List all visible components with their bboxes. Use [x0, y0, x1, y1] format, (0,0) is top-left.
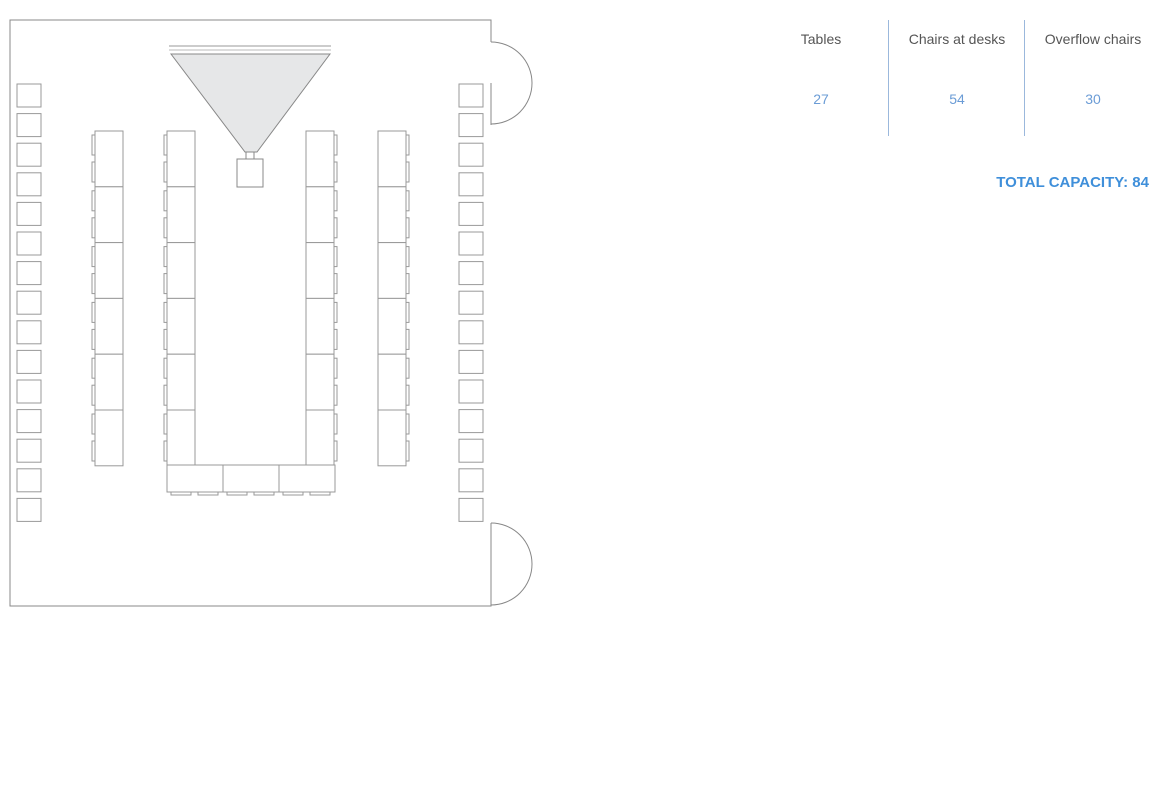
head-table[interactable] [278, 464, 336, 493]
stat-value-chairs-at-desks: 54 [949, 91, 965, 107]
table[interactable] [94, 353, 124, 411]
table[interactable] [305, 297, 335, 355]
table[interactable] [377, 242, 407, 299]
projection-cone [169, 53, 331, 153]
table[interactable] [305, 186, 335, 244]
table[interactable] [305, 130, 335, 188]
table[interactable] [166, 353, 196, 411]
overflow-chair-left[interactable] [16, 172, 42, 197]
table[interactable] [166, 186, 196, 244]
overflow-chair-left[interactable] [16, 83, 42, 108]
overflow-chair-left[interactable] [16, 290, 42, 315]
table[interactable] [377, 297, 407, 355]
stat-label-tables: Tables [800, 31, 842, 47]
overflow-chair-right[interactable] [458, 349, 484, 374]
table[interactable] [166, 242, 196, 299]
overflow-chair-right[interactable] [458, 231, 484, 256]
room-walls [9, 19, 533, 607]
overflow-chair-right[interactable] [458, 201, 484, 226]
door-bottom-swing[interactable] [490, 522, 533, 606]
table[interactable] [377, 409, 407, 467]
table[interactable] [94, 186, 124, 244]
overflow-chair-right[interactable] [458, 142, 484, 167]
furniture [16, 83, 484, 522]
overflow-chair-right[interactable] [458, 379, 484, 404]
overflow-chair-left[interactable] [16, 113, 42, 138]
stat-chairs-at-desks: Chairs at desks 54 [888, 20, 1025, 136]
overflow-chair-left[interactable] [16, 142, 42, 167]
overflow-chair-right[interactable] [458, 261, 484, 286]
overflow-chair-right[interactable] [458, 409, 484, 434]
stat-tables: Tables 27 [753, 20, 889, 136]
overflow-chair-left[interactable] [16, 379, 42, 404]
floor-plan [9, 19, 533, 607]
overflow-chair-left[interactable] [16, 231, 42, 256]
door-top-swing[interactable] [490, 41, 533, 125]
table[interactable] [94, 297, 124, 355]
overflow-chair-left[interactable] [16, 320, 42, 345]
table[interactable] [166, 130, 196, 188]
overflow-chair-right[interactable] [458, 290, 484, 315]
total-capacity: TOTAL CAPACITY: 84 [996, 174, 1149, 191]
table[interactable] [377, 186, 407, 244]
table[interactable] [305, 242, 335, 299]
head-table[interactable] [166, 464, 224, 493]
table[interactable] [377, 130, 407, 188]
overflow-chair-right[interactable] [458, 172, 484, 197]
overflow-chair-right[interactable] [458, 497, 484, 522]
room-outline [9, 19, 492, 607]
overflow-chair-left[interactable] [16, 409, 42, 434]
overflow-chair-right[interactable] [458, 438, 484, 463]
stats-panel: Tables 27 Chairs at desks 54 Overflow ch… [753, 20, 1160, 136]
stat-value-tables: 27 [813, 91, 829, 107]
projector[interactable] [245, 151, 255, 160]
projector-screen [169, 45, 331, 188]
stat-value-overflow-chairs: 30 [1085, 91, 1101, 107]
overflow-chair-right[interactable] [458, 320, 484, 345]
overflow-chair-right[interactable] [458, 113, 484, 138]
overflow-chair-left[interactable] [16, 497, 42, 522]
table[interactable] [166, 409, 196, 467]
table[interactable] [94, 130, 124, 188]
overflow-chair-left[interactable] [16, 349, 42, 374]
overflow-chair-right[interactable] [458, 468, 484, 493]
overflow-chair-left[interactable] [16, 468, 42, 493]
projector-table[interactable] [236, 158, 264, 188]
table[interactable] [305, 409, 335, 467]
overflow-chair-left[interactable] [16, 261, 42, 286]
stat-label-overflow-chairs: Overflow chairs [1044, 31, 1142, 47]
table[interactable] [94, 409, 124, 467]
overflow-chair-left[interactable] [16, 438, 42, 463]
stat-overflow-chairs: Overflow chairs 30 [1024, 20, 1160, 136]
table[interactable] [94, 242, 124, 299]
stat-label-chairs-at-desks: Chairs at desks [908, 31, 1006, 47]
overflow-chair-left[interactable] [16, 201, 42, 226]
overflow-chair-right[interactable] [458, 83, 484, 108]
table[interactable] [166, 297, 196, 355]
table[interactable] [377, 353, 407, 411]
head-table[interactable] [222, 464, 280, 493]
table[interactable] [305, 353, 335, 411]
